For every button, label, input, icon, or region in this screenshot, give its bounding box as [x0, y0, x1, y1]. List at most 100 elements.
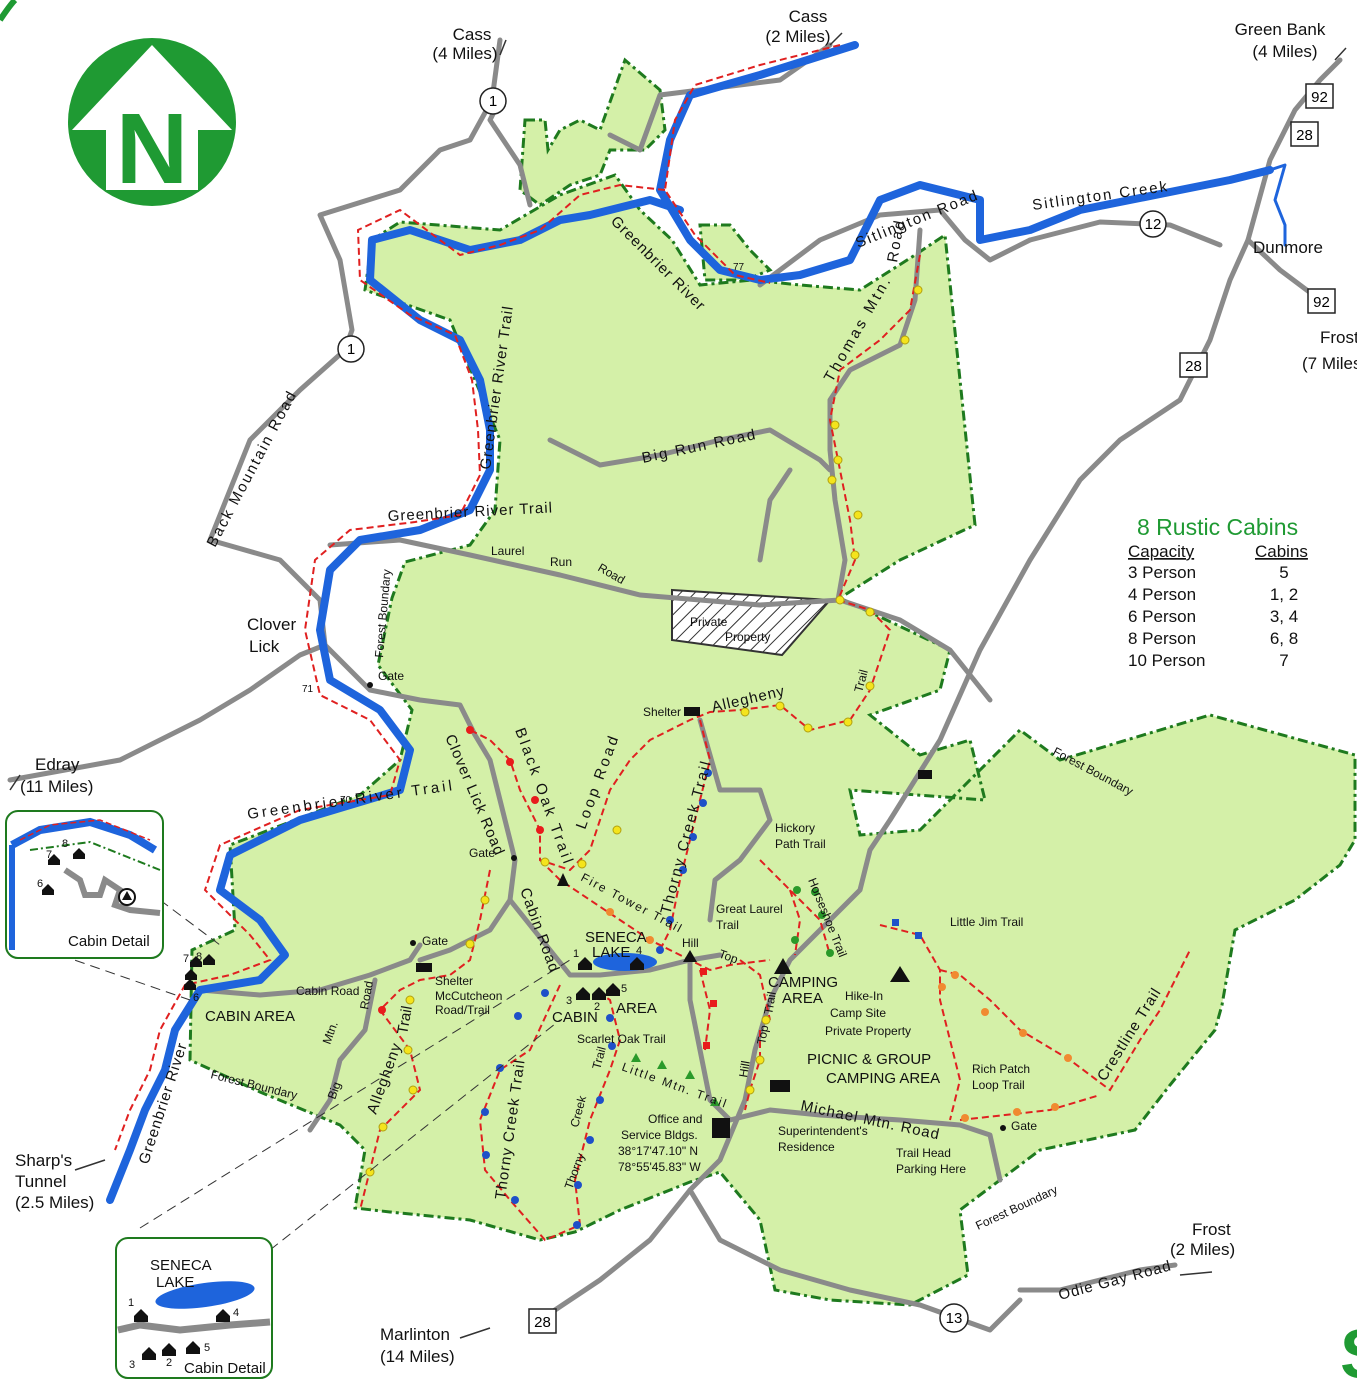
- office-a: Office and: [648, 1112, 702, 1126]
- cabin-legend: 8 Rustic Cabins Capacity Cabins 3 Person…: [1128, 514, 1308, 670]
- svg-text:6: 6: [37, 878, 43, 890]
- svg-text:7: 7: [46, 849, 52, 861]
- svg-text:3: 3: [566, 995, 572, 1007]
- gate-a: Gate: [378, 669, 404, 683]
- svg-text:12: 12: [1145, 216, 1162, 233]
- label-thorny-creek-trail-mid: Trail: [589, 1045, 608, 1071]
- legend-cabins-2: 3, 4: [1270, 607, 1298, 626]
- svg-text:(4 Miles): (4 Miles): [432, 44, 497, 63]
- label-hickory-path-a: Hickory: [775, 821, 815, 835]
- office-d: 78°55'45.83" W: [618, 1160, 701, 1174]
- trailhead-b: Parking Here: [896, 1162, 966, 1176]
- cabin-7-icon: [190, 956, 202, 967]
- inset-cabin-caption: Cabin Detail: [68, 933, 150, 950]
- legend-cabins-3: 6, 8: [1270, 629, 1298, 648]
- camping-tent-icon: [774, 958, 792, 974]
- cabin-8-icon: [203, 954, 215, 965]
- destinations: Cass (4 Miles) Cass (2 Miles) Green Bank…: [15, 7, 1357, 1366]
- cabin-numbers: 1 4 3 2 5 7 8 6: [183, 945, 642, 1013]
- route-12-shield: 12: [1139, 210, 1167, 238]
- edge-letter-fragment: S: [1340, 1315, 1357, 1380]
- route-92-shield-right: 92: [1307, 288, 1336, 314]
- svg-text:1: 1: [573, 948, 579, 960]
- gate-c: Gate: [422, 934, 448, 948]
- svg-text:5: 5: [621, 983, 627, 995]
- north-arrow-icon: [72, 45, 232, 190]
- label-hill-a: Hill: [682, 936, 699, 950]
- route-28-shield-bottom: 28: [528, 1308, 557, 1334]
- trail-markers: [365, 285, 1072, 1229]
- svg-text:(2 Miles): (2 Miles): [765, 27, 830, 46]
- legend-cabins-4: 7: [1279, 651, 1288, 670]
- rivers: [106, 41, 1287, 1204]
- svg-text:5: 5: [204, 1342, 210, 1354]
- label-allegheny-bottom-trail: Trail: [394, 1005, 416, 1036]
- superintendent-a: Superintendent's: [778, 1124, 868, 1138]
- cabin-6-icon: [184, 979, 196, 990]
- legend-capacity-1: 4 Person: [1128, 585, 1196, 604]
- svg-text:SENECA: SENECA: [150, 1257, 212, 1274]
- inset-leaders: [59, 899, 571, 1251]
- picnic-icon: [683, 950, 697, 962]
- mile-70: 70: [340, 795, 352, 806]
- label-hill-b: Hill: [736, 1060, 753, 1079]
- seneca-lake-label-b: LAKE: [592, 944, 630, 961]
- state-forest-area: [188, 173, 1357, 1307]
- label-cabin-road-b-cabin: Cabin Road: [296, 984, 359, 998]
- svg-text:92: 92: [1313, 294, 1330, 311]
- office-b: Service Bldgs.: [621, 1128, 698, 1142]
- label-back-mountain-road: Back Mountain Road: [204, 387, 301, 550]
- route-92-shield-top: 92: [1305, 83, 1334, 109]
- office-c: 38°17'47.10" N: [618, 1144, 698, 1158]
- label-scarlet-oak-trail: Scarlet Oak Trail: [577, 1032, 666, 1046]
- mile-77: 77: [733, 262, 745, 273]
- cabin-area-left-label: CABIN AREA: [205, 1008, 295, 1025]
- svg-text:2: 2: [166, 1357, 172, 1369]
- svg-text:92: 92: [1311, 89, 1328, 106]
- svg-text:8: 8: [62, 838, 68, 850]
- mile-71: 71: [302, 684, 314, 695]
- svg-text:28: 28: [1185, 358, 1202, 375]
- svg-text:28: 28: [1296, 127, 1313, 144]
- cabin-3-icon: [576, 987, 590, 1000]
- cabin-label: CABIN: [552, 1009, 598, 1026]
- trailhead-a: Trail Head: [896, 1146, 951, 1160]
- dest-sharps-tunnel: Sharp's: [15, 1151, 72, 1170]
- route-shields: 1 1 92 28 12 92 28 28: [337, 83, 1336, 1334]
- hike-in-tent-icon: [890, 966, 910, 982]
- gate-b: Gate: [469, 846, 495, 860]
- svg-text:4: 4: [636, 945, 642, 957]
- route-28-shield-mid: 28: [1179, 352, 1208, 378]
- label-hickory-path-b: Path Trail: [775, 837, 826, 851]
- building-icon-east: [918, 770, 932, 779]
- route-1-shield-mid: 1: [337, 335, 365, 363]
- fire-tower-icon: [557, 873, 569, 886]
- label-big: Big: [325, 1080, 344, 1101]
- svg-text:7: 7: [183, 953, 189, 965]
- svg-text:28: 28: [534, 1314, 551, 1331]
- label-great-laurel-b: Trail: [716, 918, 739, 932]
- legend-title: 8 Rustic Cabins: [1137, 514, 1298, 540]
- svg-text:Tunnel: Tunnel: [15, 1172, 66, 1191]
- svg-text:4: 4: [233, 1307, 239, 1319]
- label-laurel: Laurel: [491, 544, 524, 558]
- dest-edray: Edray: [35, 755, 80, 774]
- river-trail: [114, 44, 841, 1151]
- edge-fragment: [0, 0, 18, 22]
- dest-frost-7: Frost: [1320, 328, 1357, 347]
- cabin-1-icon: [578, 957, 592, 970]
- legend-capacity-2: 6 Person: [1128, 607, 1196, 626]
- dest-green-bank: Green Bank: [1235, 20, 1326, 39]
- forest-lobe-north: [518, 57, 667, 207]
- svg-text:(4 Miles): (4 Miles): [1252, 42, 1317, 61]
- inset-lake-detail: SENECA LAKE 1 4 3 2 5 Cabin Detail: [115, 1237, 273, 1379]
- cabin-5-icon: [606, 983, 620, 996]
- private-property-area: [671, 588, 833, 657]
- dest-frost-2: Frost: [1192, 1220, 1231, 1239]
- label-rich-patch-b: Loop Trail: [972, 1078, 1025, 1092]
- cabins-main: [184, 954, 644, 1000]
- svg-text:1: 1: [128, 1297, 134, 1309]
- svg-text:1: 1: [347, 341, 355, 358]
- label-odie-gay-road: Odie Gay Road: [1057, 1257, 1174, 1304]
